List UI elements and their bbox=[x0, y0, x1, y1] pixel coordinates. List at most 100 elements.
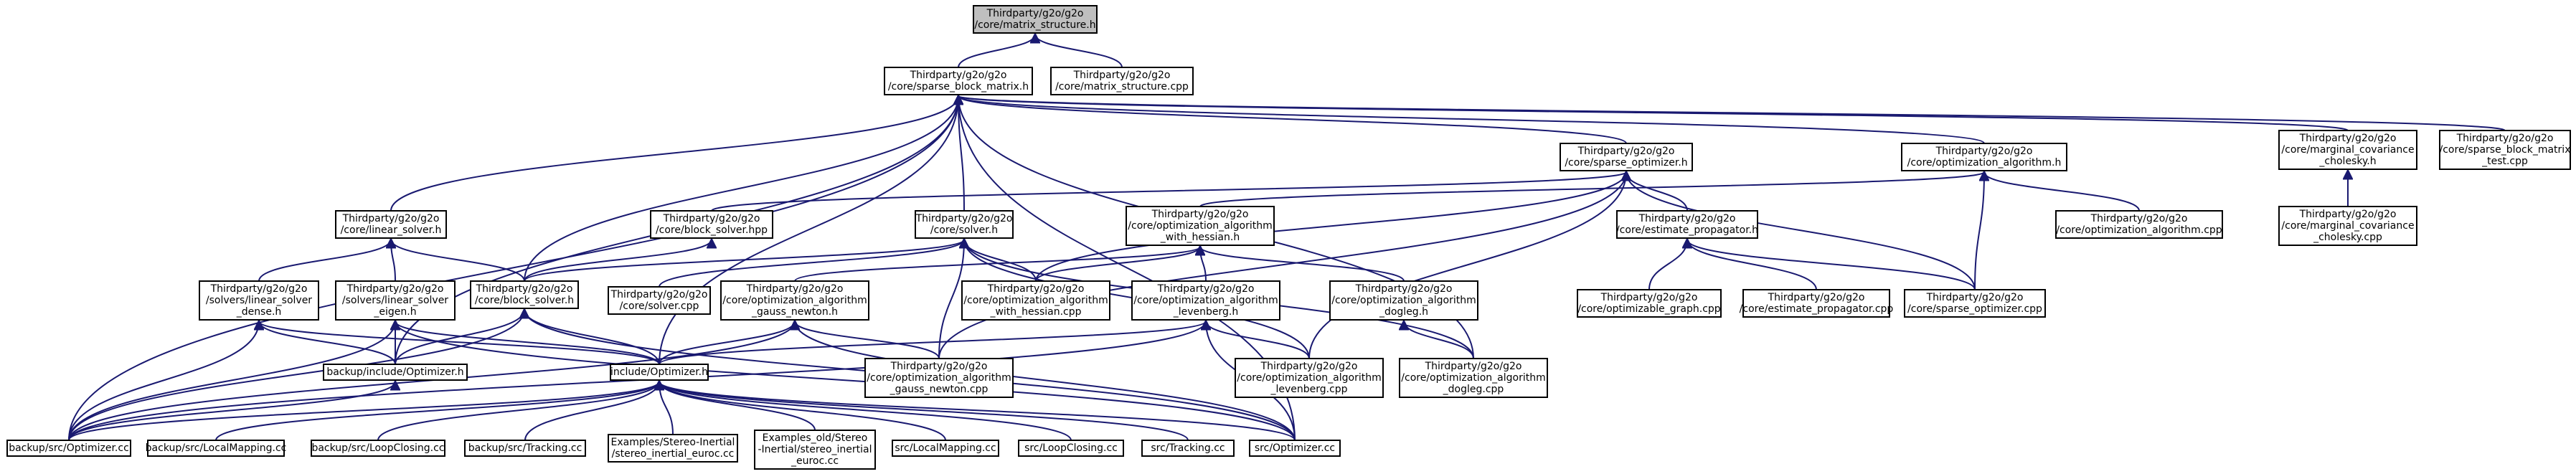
node-box bbox=[884, 67, 1033, 95]
edge-oa-hessian-h-to-opt-alg-h bbox=[1199, 172, 1984, 207]
node-label: backup/src/LoopClosing.cc bbox=[311, 442, 444, 454]
node-label: Thirdparty/g2o/g2o bbox=[1935, 146, 2033, 157]
node-ls-dense-h[interactable]: Thirdparty/g2o/g2o/solvers/linear_solver… bbox=[199, 280, 319, 321]
edge-oa-dogleg-h-to-oa-hessian-h bbox=[1200, 247, 1405, 282]
node-label: src/Tracking.cc bbox=[1151, 442, 1225, 454]
node-oa-hessian-cpp[interactable]: Thirdparty/g2o/g2o/core/optimization_alg… bbox=[961, 280, 1110, 321]
node-src-lm-cc[interactable]: src/LocalMapping.cc bbox=[892, 440, 999, 457]
node-backup-include-opt-h[interactable]: backup/include/Optimizer.h bbox=[323, 364, 468, 381]
node-ms-cpp[interactable]: Thirdparty/g2o/g2o/core/matrix_structure… bbox=[1050, 67, 1194, 95]
edge-include-opt-h-to-oa-lev-h bbox=[659, 321, 1206, 365]
node-sparse-opt-h[interactable]: Thirdparty/g2o/g2o/core/sparse_optimizer… bbox=[1560, 143, 1693, 171]
node-solver-h[interactable]: Thirdparty/g2o/g2o/core/solver.h bbox=[915, 210, 1014, 239]
node-marg-chol-cpp[interactable]: Thirdparty/g2o/g2o/core/marginal_covaria… bbox=[2278, 206, 2417, 246]
node-box bbox=[1126, 206, 1275, 246]
node-oa-gn-h[interactable]: Thirdparty/g2o/g2o/core/optimization_alg… bbox=[720, 280, 869, 321]
edge-marg-chol-h-to-sbm-h bbox=[958, 96, 2349, 131]
node-backup-lc-cc[interactable]: backup/src/LoopClosing.cc bbox=[311, 440, 445, 457]
node-label: /core/optimization_algorithm bbox=[963, 295, 1108, 306]
node-label: Thirdparty/g2o/g2o bbox=[210, 283, 308, 295]
edge-src-lm-cc-to-include-opt-h bbox=[659, 381, 946, 441]
node-box bbox=[915, 210, 1014, 239]
node-ls-eigen-h[interactable]: Thirdparty/g2o/g2o/solvers/linear_solver… bbox=[335, 280, 456, 321]
node-optimizable-graph-cpp[interactable]: Thirdparty/g2o/g2o/core/optimizable_grap… bbox=[1577, 289, 1722, 318]
edge-block-solver-hpp-to-sparse-opt-h bbox=[711, 172, 1626, 212]
node-oa-lev-cpp[interactable]: Thirdparty/g2o/g2o/core/optimization_alg… bbox=[1235, 358, 1384, 398]
node-linear-solver-h[interactable]: Thirdparty/g2o/g2o/core/linear_solver.h bbox=[335, 210, 447, 239]
node-sparse-opt-cpp[interactable]: Thirdparty/g2o/g2o/core/sparse_optimizer… bbox=[1904, 289, 2046, 318]
node-label: Thirdparty/g2o/g2o bbox=[342, 213, 440, 224]
node-label: Thirdparty/g2o/g2o bbox=[1073, 70, 1171, 81]
node-backup-lm-cc[interactable]: backup/src/LocalMapping.cc bbox=[146, 440, 287, 457]
node-box bbox=[335, 280, 456, 321]
edge-include-opt-h-to-ls-eigen-h bbox=[395, 321, 660, 365]
node-oa-lev-h[interactable]: Thirdparty/g2o/g2o/core/optimization_alg… bbox=[1131, 280, 1280, 321]
node-label: /core/optimization_algorithm bbox=[1401, 372, 1545, 384]
node-label: backup/src/Optimizer.cc bbox=[9, 442, 129, 454]
edge-backup-include-opt-h-to-block-solver-h bbox=[395, 310, 524, 365]
node-box bbox=[1141, 440, 1235, 457]
node-sbm-test[interactable]: Thirdparty/g2o/g2o/core/sparse_block_mat… bbox=[2439, 130, 2571, 170]
node-src-opt-cc[interactable]: src/Optimizer.cc bbox=[1249, 440, 1341, 457]
node-est-prop-cpp[interactable]: Thirdparty/g2o/g2o/core/estimate_propaga… bbox=[1740, 289, 1894, 318]
edge-backup-tr-cc-to-include-opt-h bbox=[524, 381, 659, 441]
node-box bbox=[323, 364, 468, 381]
node-oa-dogleg-h[interactable]: Thirdparty/g2o/g2o/core/optimization_alg… bbox=[1329, 280, 1478, 321]
node-sbm-h[interactable]: Thirdparty/g2o/g2o/core/sparse_block_mat… bbox=[884, 67, 1033, 95]
node-label: _levenberg.cpp bbox=[1270, 384, 1347, 395]
node-est-prop-h[interactable]: Thirdparty/g2o/g2o/core/estimate_propaga… bbox=[1616, 210, 1758, 239]
node-box bbox=[470, 280, 579, 309]
node-src-lc-cc[interactable]: src/LoopClosing.cc bbox=[1018, 440, 1124, 457]
node-solver-cpp[interactable]: Thirdparty/g2o/g2o/core/solver.cpp bbox=[608, 286, 711, 315]
node-label: Thirdparty/g2o/g2o bbox=[346, 283, 444, 295]
node-box bbox=[754, 430, 876, 470]
node-label: Thirdparty/g2o/g2o bbox=[1151, 209, 1249, 220]
node-ex-stereo-inertial[interactable]: Examples/Stereo-Inertial/stereo_inertial… bbox=[608, 434, 738, 463]
node-label: /core/optimization_algorithm bbox=[1128, 220, 1272, 232]
node-oa-hessian-h[interactable]: Thirdparty/g2o/g2o/core/optimization_alg… bbox=[1126, 206, 1275, 246]
node-block-solver-hpp[interactable]: Thirdparty/g2o/g2o/core/block_solver.hpp bbox=[650, 210, 773, 239]
node-box bbox=[1018, 440, 1124, 457]
node-label: /core/optimization_algorithm bbox=[1237, 372, 1381, 384]
node-label: Thirdparty/g2o/g2o bbox=[1638, 213, 1736, 224]
node-ms-h[interactable]: Thirdparty/g2o/g2o/core/matrix_structure… bbox=[973, 5, 1098, 34]
node-box bbox=[199, 280, 319, 321]
edge-src-tr-cc-to-include-opt-h bbox=[659, 381, 1189, 441]
node-label: /core/marginal_covariance bbox=[2281, 144, 2414, 156]
edge-oa-hessian-cpp-to-oa-hessian-h bbox=[1035, 247, 1200, 282]
edge-linear-solver-h-to-sbm-h bbox=[390, 96, 958, 212]
node-label: /core/sparse_optimizer.h bbox=[1565, 157, 1687, 169]
node-opt-alg-cpp[interactable]: Thirdparty/g2o/g2o/core/optimization_alg… bbox=[2055, 210, 2223, 239]
node-src-tr-cc[interactable]: src/Tracking.cc bbox=[1141, 440, 1235, 457]
edge-backup-opt-cc-to-ls-eigen-h bbox=[68, 321, 395, 441]
node-label: Thirdparty/g2o/g2o bbox=[1355, 283, 1453, 295]
node-box bbox=[720, 280, 869, 321]
node-box bbox=[1249, 440, 1341, 457]
node-label: /core/solver.cpp bbox=[620, 300, 699, 312]
node-label: /core/block_solver.h bbox=[475, 295, 574, 306]
node-include-opt-h[interactable]: include/Optimizer.h bbox=[610, 364, 709, 381]
edge-sparse-opt-h-to-sbm-h bbox=[958, 96, 1627, 144]
edge-ex-old-stereo-to-include-opt-h bbox=[659, 381, 816, 431]
edge-oa-gn-cpp-to-solver-h bbox=[938, 240, 964, 359]
node-backup-opt-cc[interactable]: backup/src/Optimizer.cc bbox=[6, 440, 131, 457]
node-ex-old-stereo[interactable]: Examples_old/Stereo-Inertial/stereo_iner… bbox=[754, 430, 876, 470]
edge-src-opt-cc-to-include-opt-h bbox=[659, 381, 1296, 441]
node-label: _dogleg.cpp bbox=[1443, 384, 1504, 395]
node-oa-gn-cpp[interactable]: Thirdparty/g2o/g2o/core/optimization_alg… bbox=[864, 358, 1014, 398]
node-label: Thirdparty/g2o/g2o bbox=[2456, 133, 2554, 144]
node-box bbox=[1131, 280, 1280, 321]
node-backup-tr-cc[interactable]: backup/src/Tracking.cc bbox=[464, 440, 586, 457]
edge-oa-gn-cpp-to-sparse-opt-h bbox=[938, 172, 1626, 359]
node-oa-dogleg-cpp[interactable]: Thirdparty/g2o/g2o/core/optimization_alg… bbox=[1399, 358, 1548, 398]
node-opt-alg-h[interactable]: Thirdparty/g2o/g2o/core/optimization_alg… bbox=[1901, 143, 2067, 171]
node-box bbox=[1577, 289, 1722, 318]
node-label: _with_hessian.cpp bbox=[989, 306, 1081, 318]
node-label: /core/optimizable_graph.cpp bbox=[1577, 303, 1720, 315]
node-marg-chol-h[interactable]: Thirdparty/g2o/g2o/core/marginal_covaria… bbox=[2278, 130, 2417, 170]
node-label: /core/sparse_optimizer.cpp bbox=[1907, 303, 2042, 315]
edge-oa-lev-cpp-to-sparse-opt-h bbox=[1308, 172, 1626, 359]
node-block-solver-h[interactable]: Thirdparty/g2o/g2o/core/block_solver.h bbox=[470, 280, 579, 309]
edge-sparse-opt-cpp-to-opt-alg-h bbox=[1974, 172, 1984, 290]
node-label: Thirdparty/g2o/g2o bbox=[1600, 292, 1698, 303]
